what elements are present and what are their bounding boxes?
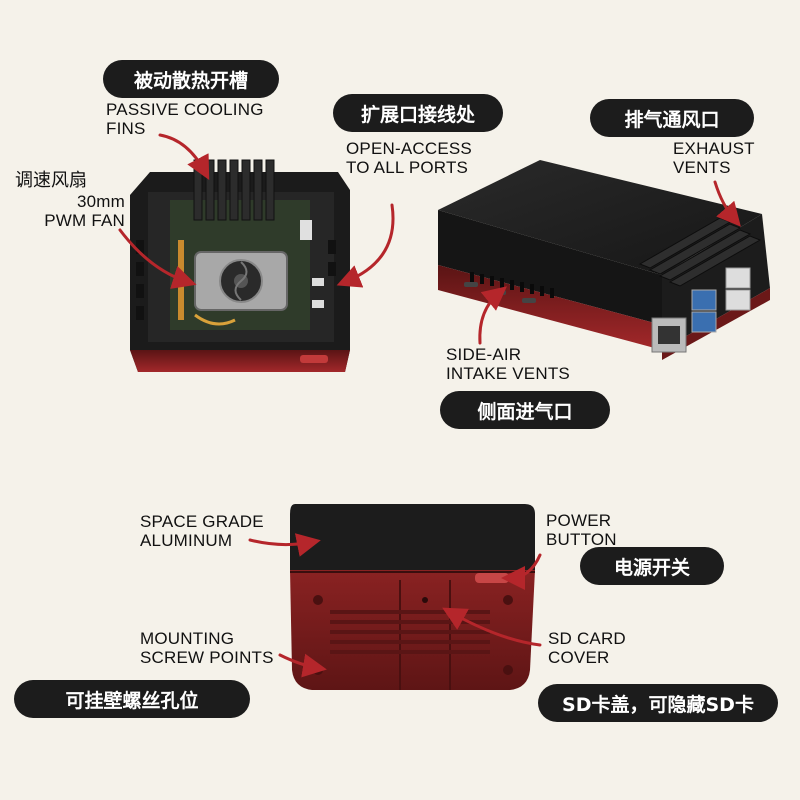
closed-case [438, 160, 770, 360]
arrow-aluminum [248, 533, 321, 557]
ports-cn-badge: 扩展口接线处 [333, 94, 503, 132]
arrow-power [501, 553, 542, 590]
power-button-cn-badge: 电源开关 [580, 547, 724, 585]
arrow-exhaust [713, 180, 741, 227]
arrow-mounting [278, 653, 327, 678]
arrow-passive [158, 133, 210, 180]
open-case [130, 159, 350, 372]
bottom-case [290, 504, 535, 690]
side-intake-cn-badge: 侧面进气口 [440, 391, 610, 429]
mounting-cn-badge: 可挂壁螺丝孔位 [14, 680, 250, 718]
sdcard-cn-badge: SD卡盖，可隐藏SD卡 [538, 684, 778, 722]
arrow-side [478, 286, 507, 345]
exhaust-cn-badge: 排气通风口 [590, 99, 754, 137]
arrow-fan [118, 228, 197, 289]
arrow-ports [336, 203, 395, 288]
fan-cn-label: 调速风扇 [15, 170, 87, 191]
callout-arrows [118, 133, 741, 678]
arrow-sdcard [442, 607, 542, 647]
passive-cooling-cn-badge: 被动散热开槽 [103, 60, 279, 98]
